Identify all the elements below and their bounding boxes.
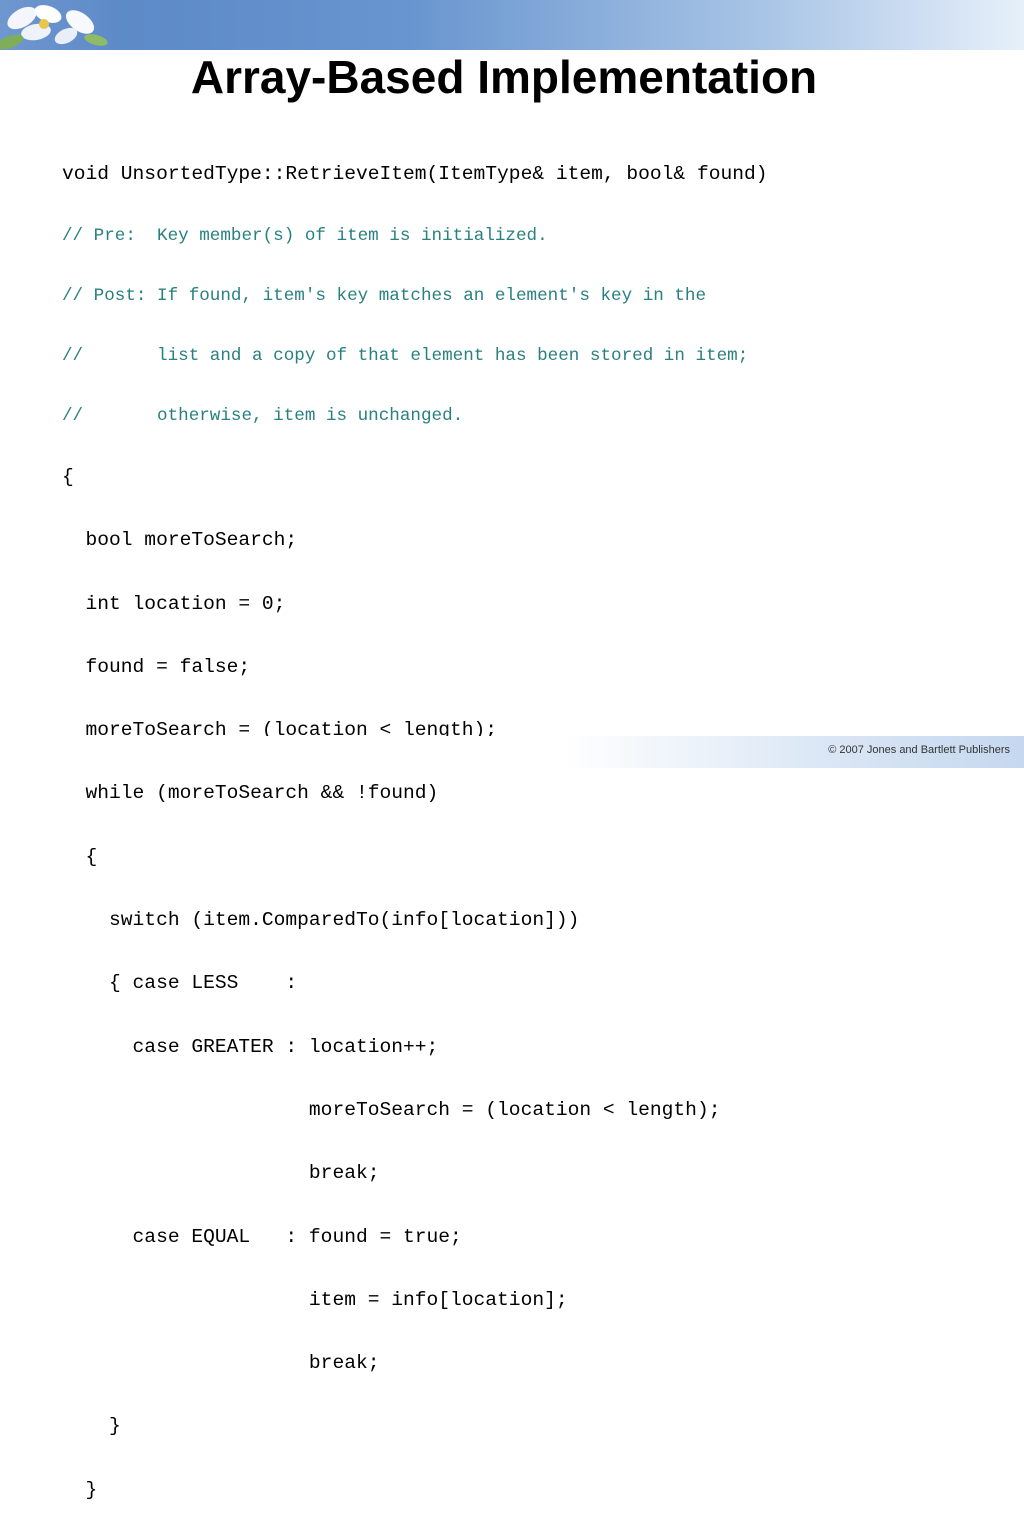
- code-line: case EQUAL : found = true;: [62, 1225, 462, 1248]
- code-block: void UnsortedType::RetrieveItem(ItemType…: [62, 124, 768, 1536]
- code-line: int location = 0;: [62, 592, 286, 615]
- code-line: break;: [62, 1162, 380, 1185]
- code-comment: // list and a copy of that element has b…: [62, 346, 749, 366]
- code-line: moreToSearch = (location < length);: [62, 1098, 721, 1121]
- header-band: [0, 0, 1024, 50]
- code-line: item = info[location];: [62, 1288, 568, 1311]
- slide-title: Array-Based Implementation: [190, 51, 818, 103]
- code-line: while (moreToSearch && !found): [62, 782, 439, 805]
- flower-decoration-icon: [0, 5, 108, 50]
- code-signature: void UnsortedType::RetrieveItem(ItemType…: [62, 163, 768, 185]
- code-line: moreToSearch = (location < length);: [62, 719, 498, 742]
- footer-band: [0, 736, 1024, 768]
- code-line: found = false;: [62, 655, 251, 678]
- code-comment: // otherwise, item is unchanged.: [62, 406, 464, 426]
- code-line: switch (item.ComparedTo(info[location])): [62, 909, 580, 932]
- code-line: {: [62, 845, 98, 868]
- code-line: }: [62, 1478, 98, 1501]
- copyright-text: © 2007 Jones and Bartlett Publishers: [828, 744, 1010, 756]
- code-line: }: [62, 1415, 121, 1438]
- code-line: { case LESS :: [62, 972, 298, 995]
- code-line: case GREATER : location++;: [62, 1035, 439, 1058]
- code-comment: // Pre: Key member(s) of item is initial…: [62, 226, 548, 246]
- code-line: break;: [62, 1352, 380, 1375]
- code-line: {: [62, 466, 74, 488]
- code-comment: // Post: If found, item's key matches an…: [62, 286, 707, 306]
- code-line: bool moreToSearch;: [62, 529, 298, 552]
